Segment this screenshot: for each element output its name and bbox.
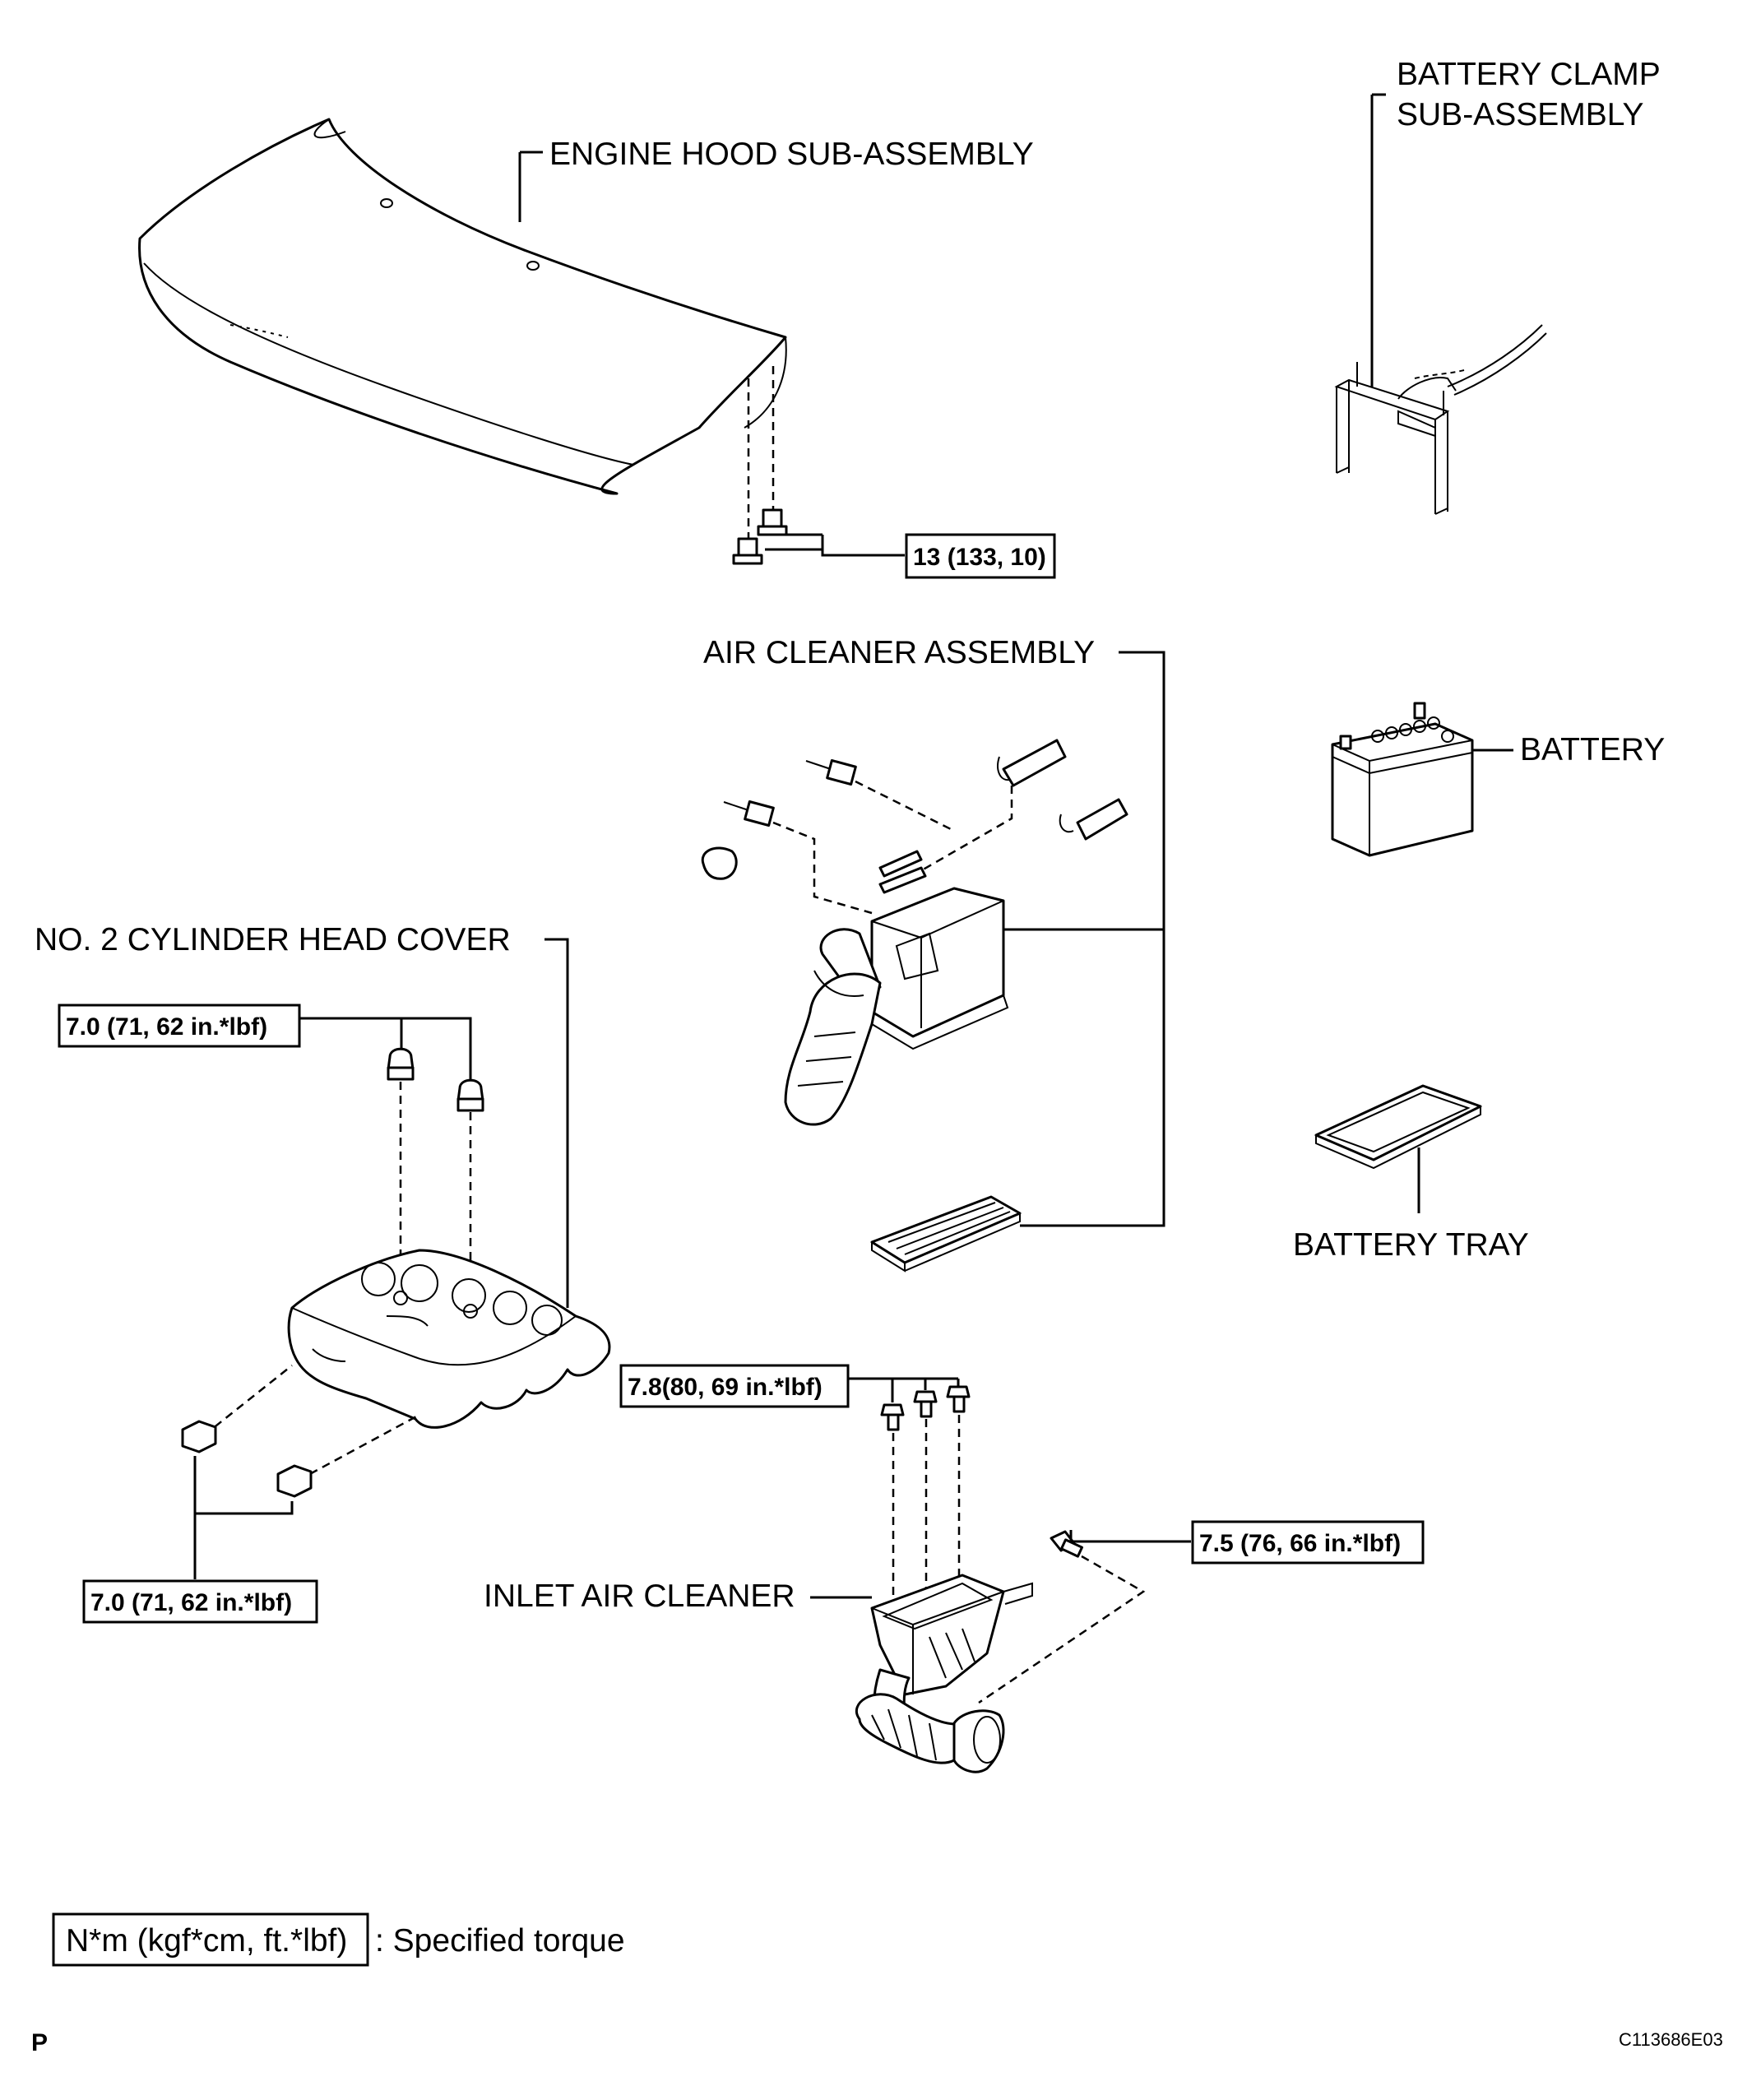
- torque-unit-legend-text: N*m (kgf*cm, ft.*lbf): [66, 1923, 347, 1959]
- head-cover-top-torque-box: [58, 1004, 301, 1048]
- engine-hood-drawing: [138, 118, 787, 495]
- inlet-side-bolt-torque-value: 7.5 (76, 66 in.*lbf): [1199, 1530, 1401, 1557]
- inlet-side-bolt-torque-box: [1191, 1520, 1425, 1565]
- battery-drawing: [1331, 702, 1474, 857]
- head-cover-side-nuts: [181, 1365, 420, 1498]
- head-cover-top-torque-value: 7.0 (71, 62 in.*lbf): [66, 1013, 267, 1041]
- inlet-bolts-torque-box: [619, 1364, 850, 1408]
- corner-letter: P: [31, 2029, 48, 2056]
- battery-tray-drawing: [1314, 1084, 1482, 1170]
- battery-clamp-label-line1: BATTERY CLAMP: [1397, 57, 1661, 92]
- inlet-side-bolt: [978, 1530, 1146, 1704]
- torque-legend-description: : Specified torque: [375, 1923, 625, 1959]
- inlet-bolts-torque-value: 7.8(80, 69 in.*lbf): [628, 1374, 823, 1401]
- air-cleaner-assembly-label: AIR CLEANER ASSEMBLY: [703, 635, 1095, 670]
- air-cleaner-parts-drawing: [701, 739, 1128, 1273]
- hood-bolt-torque-value: 13 (133, 10): [913, 544, 1046, 571]
- head-cover-bottom-torque-box: [82, 1579, 318, 1624]
- head-cover-bottom-torque-value: 7.0 (71, 62 in.*lbf): [90, 1589, 292, 1616]
- no2-cylinder-head-cover-label: NO. 2 CYLINDER HEAD COVER: [35, 922, 511, 957]
- battery-label: BATTERY: [1520, 732, 1665, 767]
- torque-unit-legend-box: [52, 1912, 369, 1967]
- head-cover-nuts: [387, 1047, 484, 1308]
- battery-tray-label: BATTERY TRAY: [1293, 1227, 1529, 1263]
- battery-clamp-drawing: [1334, 324, 1547, 515]
- battery-clamp-label-line2: SUB-ASSEMBLY: [1397, 97, 1644, 132]
- inlet-air-cleaner-drawing: [855, 1574, 1033, 1773]
- inlet-bolts: [880, 1385, 971, 1625]
- inlet-air-cleaner-label: INLET AIR CLEANER: [484, 1578, 795, 1614]
- hood-bolt-torque-box: [905, 533, 1056, 579]
- figure-code: C113686E03: [1619, 2029, 1723, 2050]
- cylinder-head-cover-drawing: [287, 1249, 611, 1429]
- engine-hood-label: ENGINE HOOD SUB-ASSEMBLY: [549, 137, 1034, 172]
